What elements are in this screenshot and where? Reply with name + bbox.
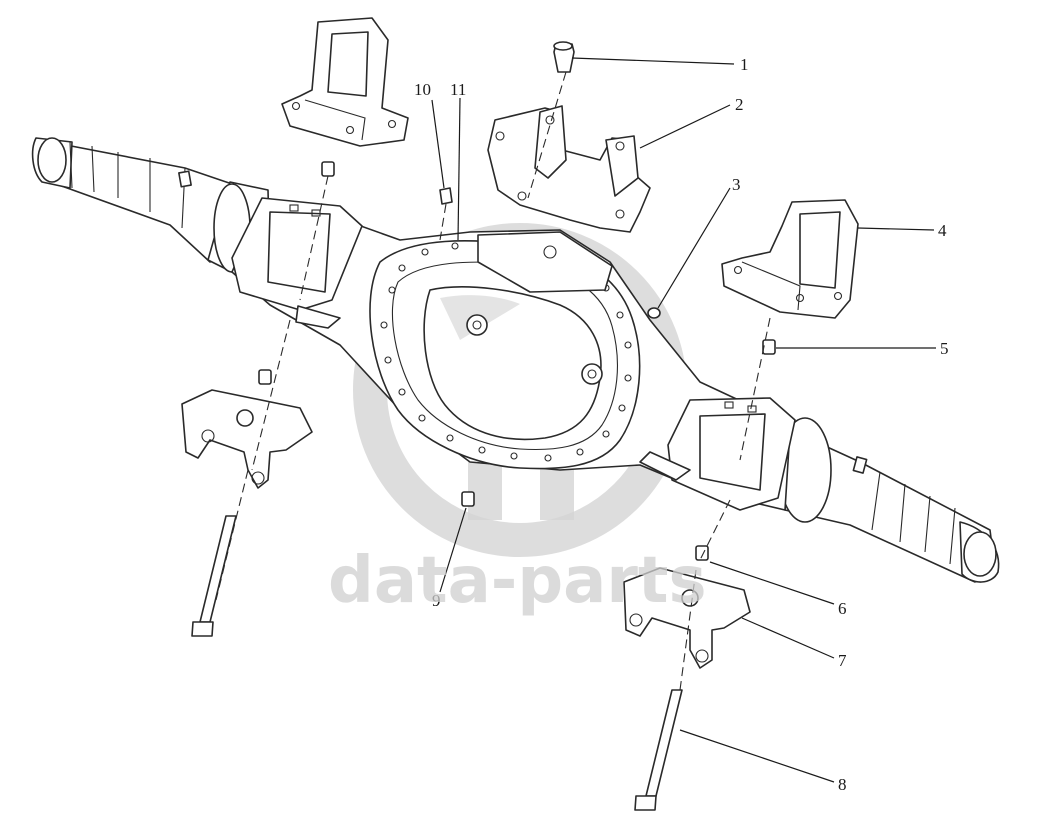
axle-housing — [231, 209, 791, 511]
callout-4: 4 — [938, 221, 947, 240]
callout-1: 1 — [740, 55, 749, 74]
part-8-bolt-right — [634, 689, 683, 811]
part-7-plate-right — [623, 567, 751, 669]
callout-11: 11 — [450, 80, 466, 99]
part-3-plug — [647, 307, 661, 319]
part-1-bolt — [553, 41, 575, 73]
part-7-plate-left — [181, 389, 313, 489]
watermark-text: data-parts — [328, 544, 707, 618]
assembly-center-lines — [215, 71, 771, 691]
right-axle-spindle — [778, 417, 1000, 583]
right-spring-seat — [639, 397, 796, 511]
callout-9: 9 — [432, 591, 441, 610]
callout-5: 5 — [940, 339, 949, 358]
callout-10: 10 — [414, 80, 431, 99]
part-4-pad-left — [281, 17, 409, 147]
left-spring-seat — [231, 197, 363, 329]
part-10-screw — [439, 187, 453, 205]
callout-6: 6 — [838, 599, 847, 618]
bushings — [258, 161, 776, 561]
callout-7: 7 — [838, 651, 847, 670]
part-8-bolt-left — [191, 515, 237, 637]
callout-2: 2 — [735, 95, 744, 114]
callout-labels: 1 2 3 4 5 6 7 8 9 10 11 — [414, 55, 949, 794]
callout-8: 8 — [838, 775, 847, 794]
callout-3: 3 — [732, 175, 741, 194]
leader-lines — [431, 57, 936, 783]
part-4-pad-right — [721, 199, 859, 319]
part-2-bracket — [487, 105, 651, 233]
